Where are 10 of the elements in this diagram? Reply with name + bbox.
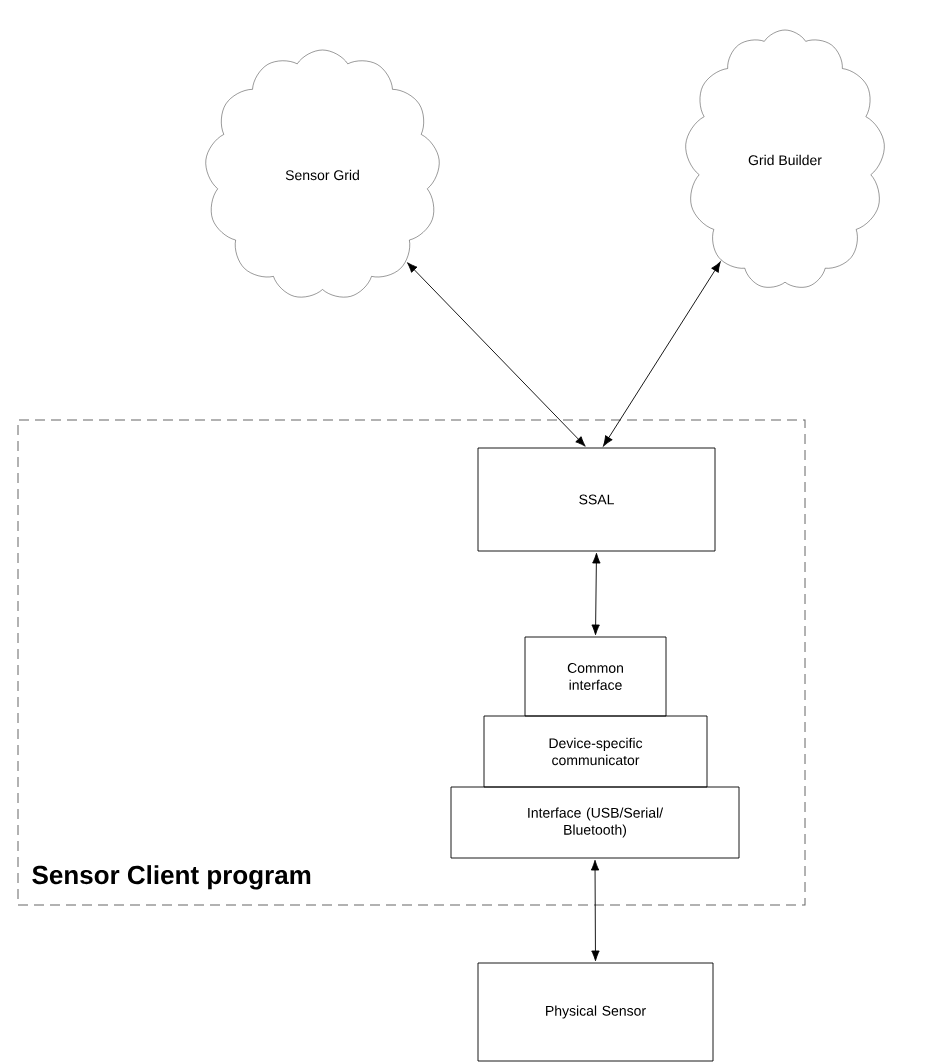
process-box: SSAL [477,447,716,552]
arrow [591,552,601,636]
arrow [590,859,600,962]
arrow [603,261,721,447]
frame-heading: Sensor Client program [32,865,311,890]
arrow [407,262,586,447]
process-box: Interface (USB/Serial/ Bluetooth) [450,786,740,859]
process-box: Physical Sensor [477,962,714,1062]
process-box: Device-specific communicator [483,715,708,788]
process-box: Common interface [524,636,667,717]
